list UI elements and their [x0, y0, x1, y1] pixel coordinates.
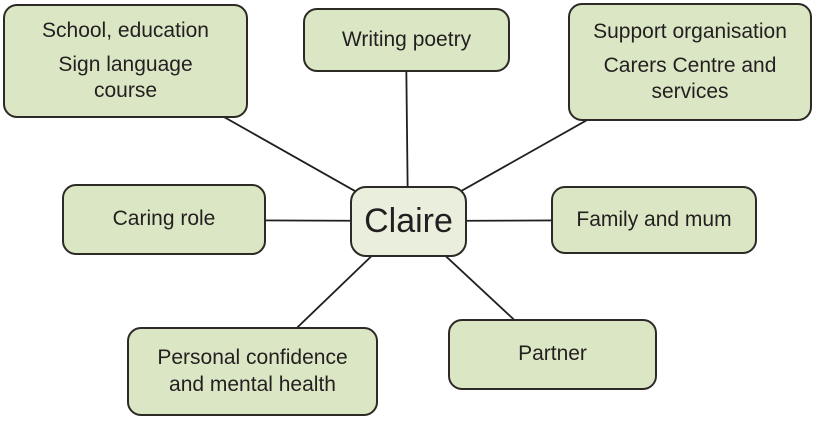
node-label: Carers Centre and services: [603, 53, 777, 104]
node-label: Family and mum: [576, 207, 732, 231]
node-personal-confidence: Personal confidence and mental health: [127, 327, 378, 416]
node-writing-poetry: Writing poetry: [303, 8, 510, 72]
node-school-education: School, education Sign language course: [3, 4, 248, 118]
node-label: Support organisation: [593, 19, 787, 43]
node-label: Caring role: [112, 207, 216, 231]
node-label: Sign language course: [58, 52, 193, 103]
node-support-organisation: Support organisation Carers Centre and s…: [568, 3, 812, 121]
node-family-and-mum: Family and mum: [551, 186, 757, 254]
node-label: School, education: [42, 18, 209, 42]
node-caring-role: Caring role: [62, 184, 266, 255]
node-claire-center: Claire: [350, 186, 467, 257]
center-label: Claire: [364, 202, 453, 241]
node-partner: Partner: [448, 319, 657, 390]
node-label: Personal confidence and mental health: [157, 346, 348, 396]
node-label: Partner: [518, 342, 587, 366]
node-label: Writing poetry: [341, 27, 472, 51]
